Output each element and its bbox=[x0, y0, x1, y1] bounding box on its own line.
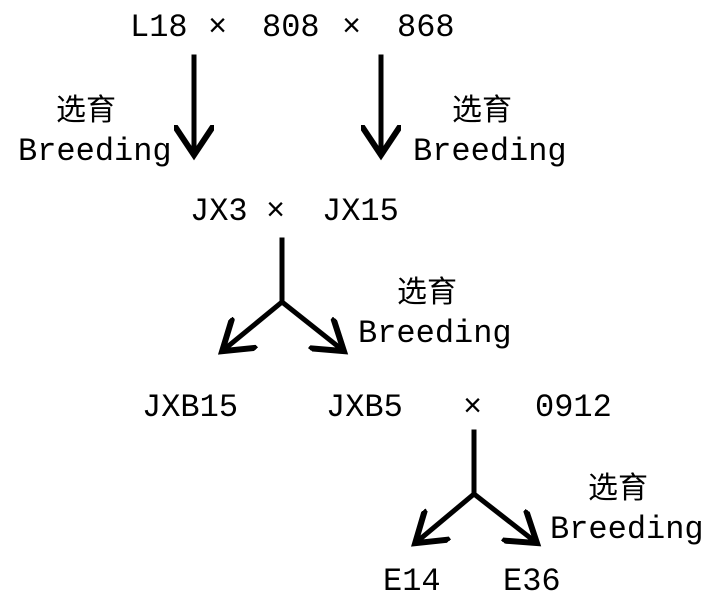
label-en: Breeding bbox=[18, 133, 172, 170]
label-cn: 选育 bbox=[588, 471, 648, 506]
variety-e36: E36 bbox=[503, 563, 561, 600]
parent-808: 808 bbox=[262, 9, 320, 46]
label-cn: 选育 bbox=[452, 93, 512, 128]
line-jx15: JX15 bbox=[322, 193, 399, 230]
label-cn: 选育 bbox=[56, 93, 116, 128]
cross-symbol: × bbox=[266, 193, 285, 230]
parent-l18: L18 bbox=[130, 9, 188, 46]
line-jxb5: JXB5 bbox=[326, 389, 403, 426]
label-en: Breeding bbox=[358, 315, 512, 352]
fork-arrow-icon bbox=[226, 298, 286, 348]
label-cn: 选育 bbox=[397, 275, 457, 310]
cross-symbol: × bbox=[208, 9, 227, 46]
line-0912: 0912 bbox=[535, 389, 612, 426]
parent-868: 868 bbox=[397, 9, 455, 46]
cross-symbol: × bbox=[342, 9, 361, 46]
line-jx3: JX3 bbox=[190, 193, 248, 230]
fork-arrow-icon bbox=[470, 490, 533, 540]
fork-arrow-icon bbox=[419, 490, 478, 540]
label-en: Breeding bbox=[550, 511, 704, 548]
variety-e14: E14 bbox=[383, 563, 441, 600]
cross-symbol: × bbox=[463, 389, 482, 426]
label-en: Breeding bbox=[413, 133, 567, 170]
line-jxb15: JXB15 bbox=[142, 389, 238, 426]
fork-arrow-icon bbox=[278, 298, 340, 348]
